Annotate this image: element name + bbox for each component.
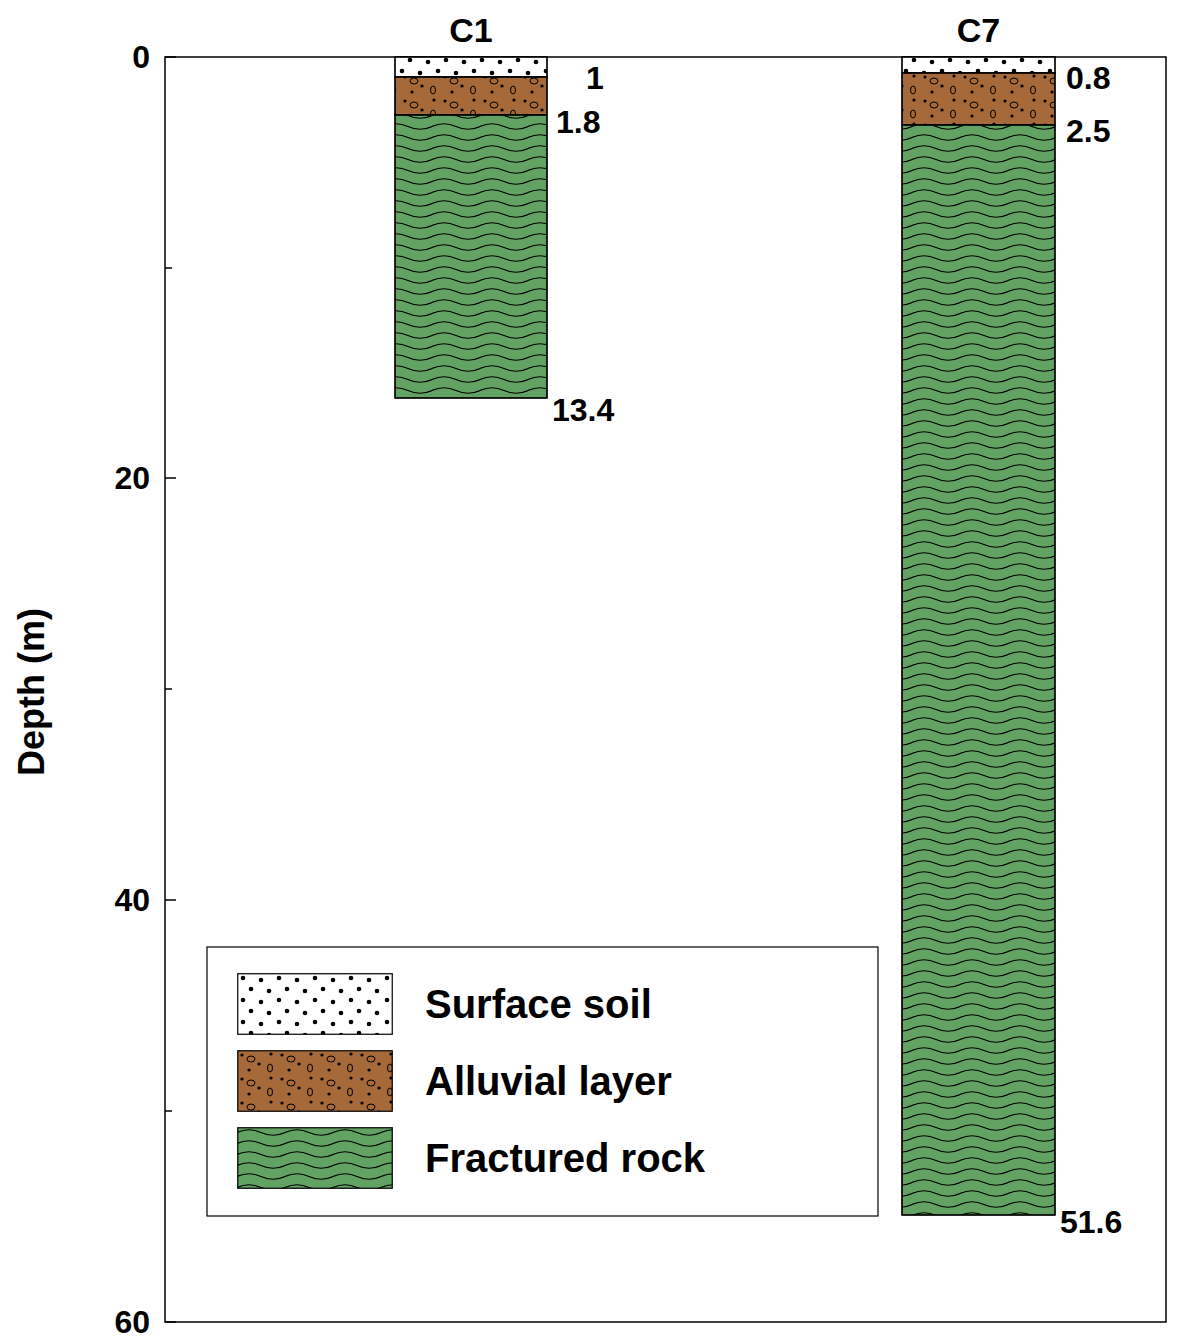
swatch-fill — [238, 1051, 393, 1112]
swatch-pattern — [238, 1051, 393, 1112]
depth-label: 1 — [586, 62, 604, 94]
axis-title: Depth (m) — [14, 608, 50, 776]
depth-label: 1.8 — [556, 106, 600, 138]
swatch-pattern — [238, 974, 393, 1035]
legend-text: Surface soil — [425, 984, 652, 1024]
borehole-name: C7 — [957, 13, 1000, 47]
plot-frame — [165, 57, 1166, 1322]
swatch-pattern — [238, 1128, 393, 1189]
legend-swatch — [237, 973, 393, 1035]
axis-ticks — [165, 57, 176, 1322]
depth-label: 0.8 — [1066, 62, 1110, 94]
borehole: C7 — [902, 57, 1055, 1215]
swatch-fill — [238, 974, 393, 1035]
legend-text: Alluvial layer — [425, 1061, 672, 1101]
depth-label: 2.5 — [1066, 115, 1110, 147]
tick-label: 40 — [114, 884, 150, 916]
tick-label: 20 — [114, 462, 150, 494]
borehole: C1 — [395, 57, 547, 398]
legend-swatch — [237, 1050, 393, 1112]
depth-label: 51.6 — [1060, 1206, 1122, 1238]
borehole-column — [902, 57, 1055, 1215]
legend-swatch — [237, 1127, 393, 1189]
tick-label: 0 — [132, 41, 150, 73]
tick-label: 60 — [114, 1306, 150, 1338]
legend-text: Fractured rock — [425, 1138, 705, 1178]
legend-box — [207, 947, 878, 1216]
depth-label: 13.4 — [552, 394, 614, 426]
swatch-fill — [238, 1128, 393, 1189]
borehole-column — [395, 57, 547, 398]
borehole-name: C1 — [449, 13, 492, 47]
